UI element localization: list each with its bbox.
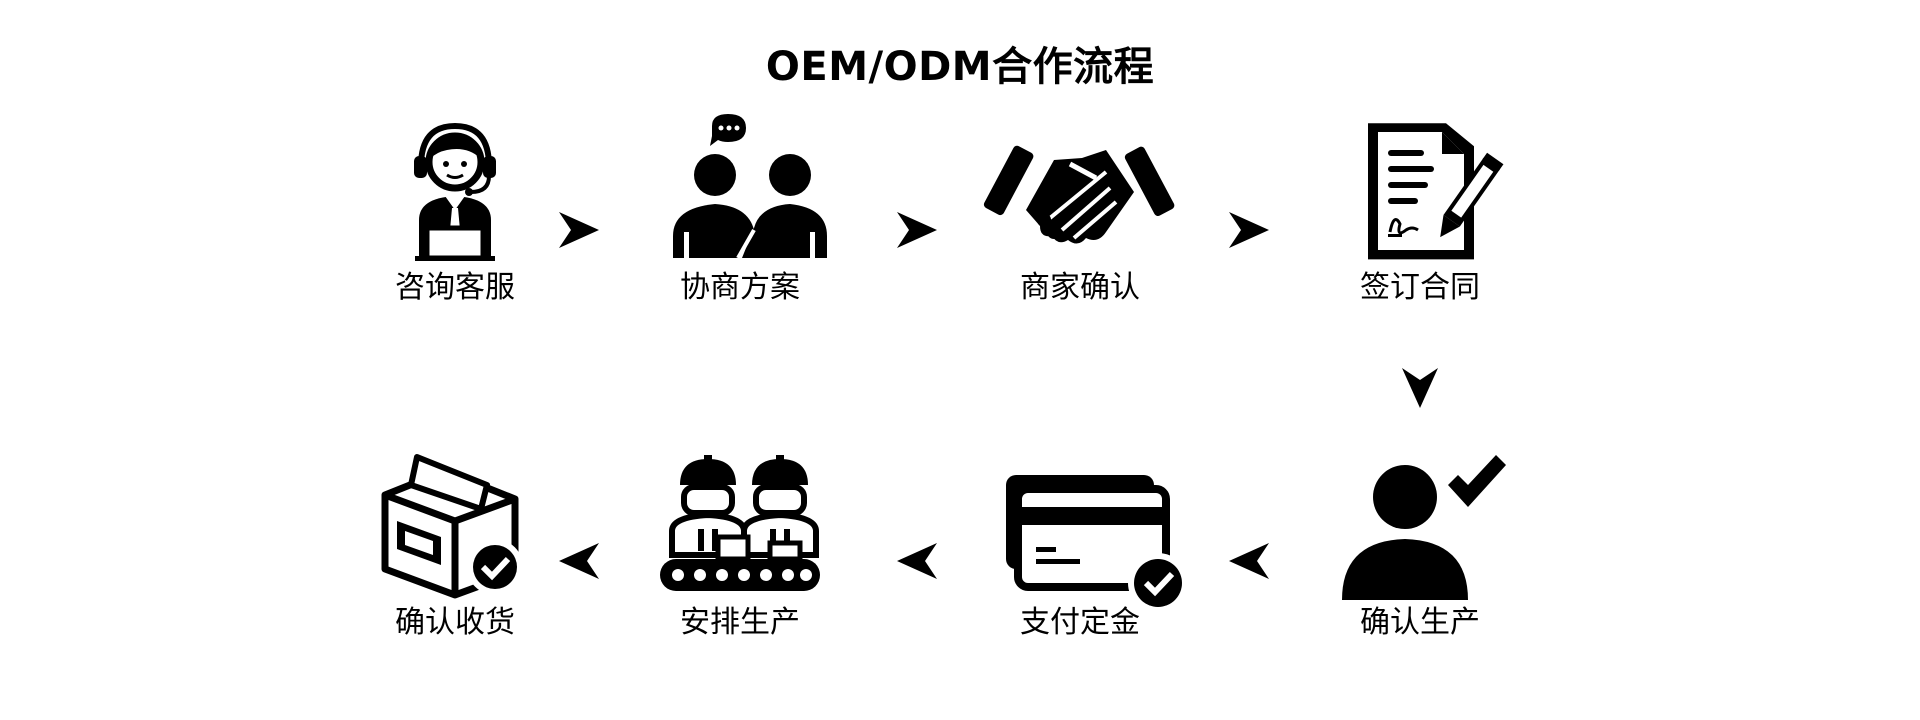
step-label: 确认生产 <box>1360 605 1480 640</box>
handshake-icon <box>983 145 1175 244</box>
step-negotiate-plan: 协商方案 <box>640 114 840 305</box>
workers-conveyor-icon <box>660 455 820 591</box>
step-arrange-production: 安排生产 <box>640 455 840 640</box>
step-confirm-receipt: 确认收货 <box>355 454 555 640</box>
person-checkmark-icon <box>1342 455 1506 600</box>
step-consult-service: 咨询客服 <box>355 120 555 305</box>
step-label: 咨询客服 <box>395 270 515 305</box>
step-label: 签订合同 <box>1360 270 1480 305</box>
step-merchant-confirm: 商家确认 <box>980 120 1180 305</box>
arrow-left-icon <box>897 543 937 579</box>
credit-card-check-icon <box>1006 475 1188 613</box>
arrow-down-icon <box>1402 368 1438 408</box>
diagram-title: OEM/ODM合作流程 <box>765 44 1155 90</box>
step-label: 协商方案 <box>680 270 800 305</box>
step-pay-deposit: 支付定金 <box>980 455 1188 640</box>
step-label: 确认收货 <box>395 605 515 640</box>
step-sign-contract: 签订合同 <box>1320 120 1520 305</box>
step-label: 支付定金 <box>1020 605 1140 640</box>
two-people-discussion-icon <box>673 114 827 259</box>
step-confirm-production: 确认生产 <box>1320 455 1520 640</box>
contract-pen-icon <box>1368 123 1504 260</box>
arrow-left-icon <box>559 543 599 579</box>
arrow-right-icon <box>559 212 599 248</box>
box-check-icon <box>381 454 523 599</box>
step-label: 商家确认 <box>1020 270 1140 305</box>
arrow-right-icon <box>1229 212 1269 248</box>
arrow-left-icon <box>1229 543 1269 579</box>
customer-service-headset-icon <box>414 122 496 261</box>
step-label: 安排生产 <box>680 605 800 640</box>
arrow-right-icon <box>897 212 937 248</box>
